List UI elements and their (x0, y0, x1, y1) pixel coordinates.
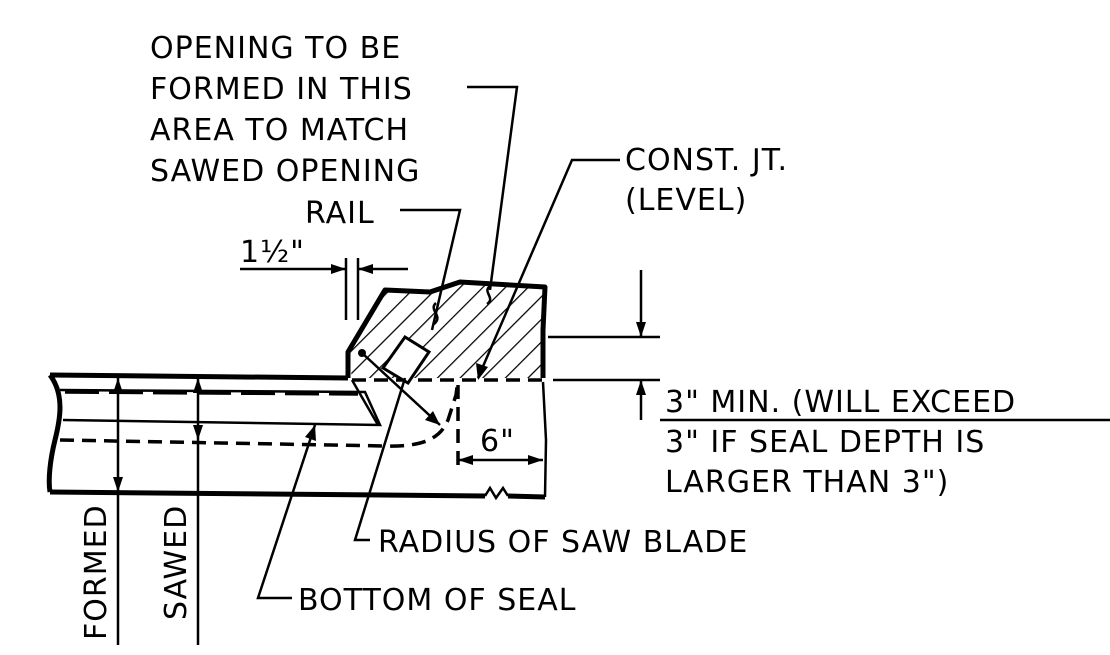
opening-note-line-4: SAWED OPENING (150, 154, 420, 189)
slab-outline (49, 372, 349, 381)
slab-break-symbol (483, 485, 510, 501)
bottom-seal-arrow (305, 425, 316, 441)
saw-blade (380, 334, 432, 386)
sawed-opening-line (59, 388, 382, 427)
bottom-of-seal-line (59, 379, 460, 448)
formed-label: FORMED (79, 504, 114, 640)
formed-dim-arrow-bottom (113, 477, 123, 492)
min-note-line-2: 3" IF SEAL DEPTH IS (665, 425, 985, 460)
bottom-seal-leader (256, 424, 317, 600)
rail-outline (345, 279, 548, 378)
opening-note-line-3: AREA TO MATCH (150, 113, 409, 148)
slab-right-edge (541, 381, 548, 498)
const-jt-label: CONST. JT. (625, 143, 788, 178)
opening-note-line-2: FORMED IN THIS (150, 72, 413, 107)
bottom-seal-label: BOTTOM OF SEAL (298, 583, 576, 618)
const-jt-leader (476, 158, 620, 379)
saw-cut-slant (350, 379, 380, 426)
min-note-line-3: LARGER THAN 3") (665, 465, 949, 500)
break-symbol-2 (486, 285, 492, 306)
saw-radius-arrow (425, 411, 440, 425)
radius-label: RADIUS OF SAW BLADE (378, 525, 748, 560)
const-jt-arrow (476, 363, 488, 380)
dim-6-label: 6" (480, 424, 515, 459)
sawed-dim-arrow-top (193, 378, 203, 393)
min-note-line-1: 3" MIN. (WILL EXCEED (665, 385, 1016, 420)
rail-hatched-section (348, 282, 545, 378)
dim-1-half-label: 1½" (240, 235, 305, 270)
opening-leader (467, 85, 519, 291)
opening-note-line-1: OPENING TO BE (150, 31, 401, 66)
sawed-dim-arrow-bottom (193, 425, 203, 440)
const-jt-level-label: (LEVEL) (625, 183, 747, 218)
sawed-label: SAWED (159, 505, 194, 620)
dim-3-lower-arrow (636, 380, 646, 395)
rail-leader (400, 208, 462, 331)
dim-6-arrow-right (528, 455, 543, 465)
dim-1half-arrow-left (331, 264, 346, 274)
radius-leader (353, 377, 407, 542)
slab-left-break (46, 373, 63, 493)
slab-bottom-right (507, 493, 546, 500)
rail-label: RAIL (305, 196, 375, 231)
dim-3-upper-arrow (636, 322, 646, 337)
dim-1half-arrow-right (358, 264, 373, 274)
dim-6-arrow-left (458, 455, 473, 465)
sawed-top-dash (64, 390, 359, 396)
slab-bottom (49, 489, 486, 499)
formed-dim-arrow-top (113, 378, 123, 393)
